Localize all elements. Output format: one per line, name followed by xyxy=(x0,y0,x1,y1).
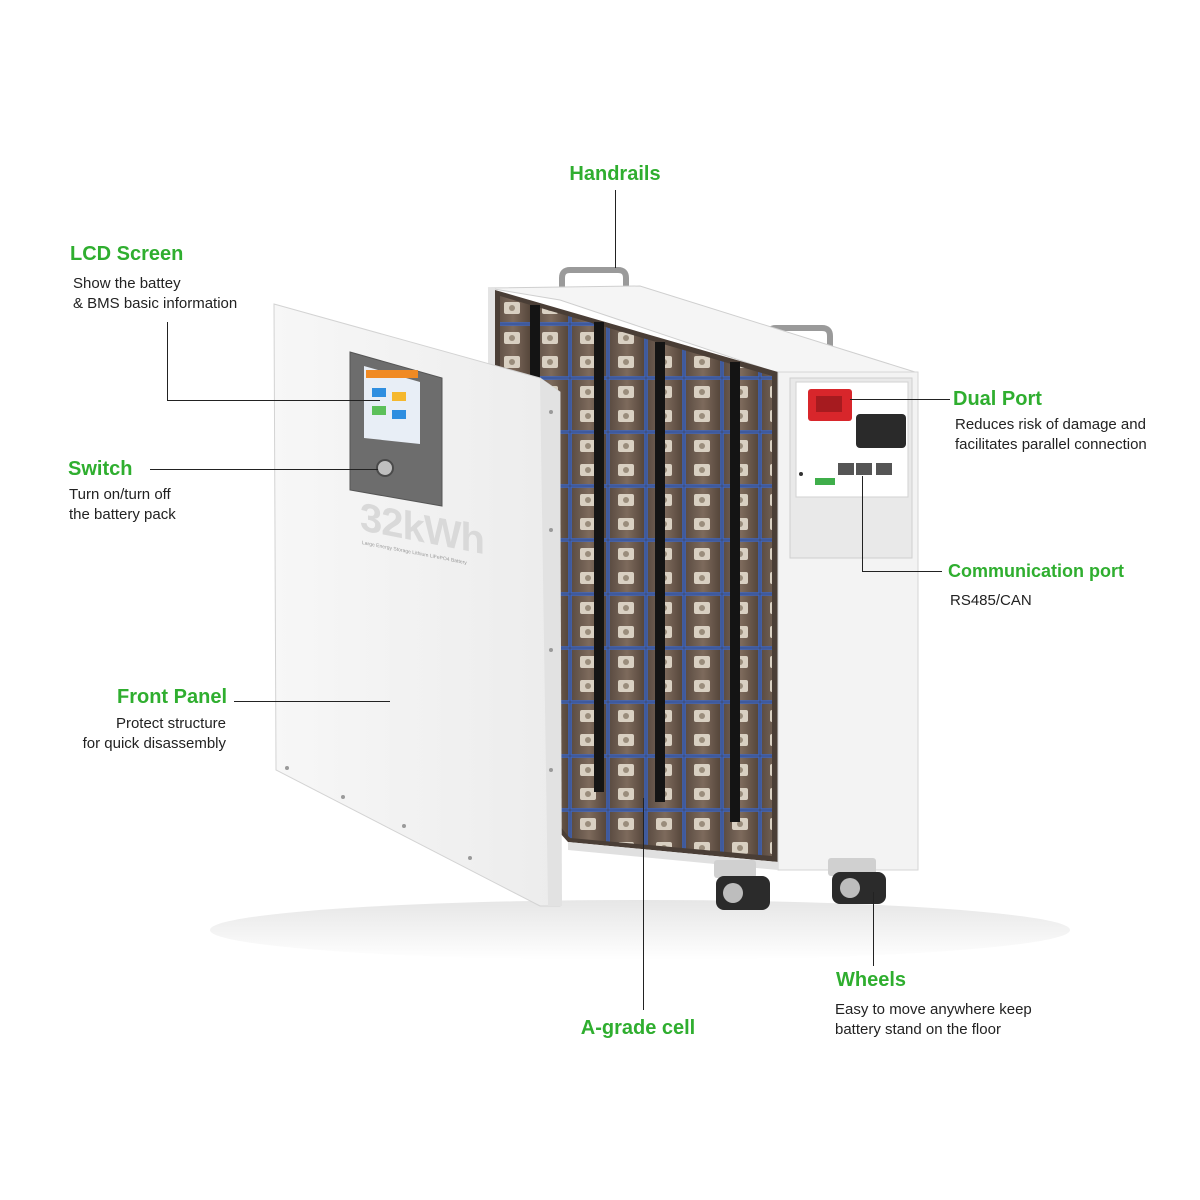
switch-leader xyxy=(150,469,378,470)
comm-port-jacks xyxy=(838,463,892,475)
wheel-right xyxy=(828,858,886,904)
switch-title: Switch xyxy=(68,458,133,480)
wheel-left xyxy=(714,860,770,910)
power-switch xyxy=(376,459,394,477)
wheels-title: Wheels xyxy=(836,969,907,991)
lcd-desc-line1: Show the battey xyxy=(73,275,181,292)
wheels-desc-line2: battery stand on the floor xyxy=(835,1021,1001,1038)
cell-title: A-grade cell xyxy=(580,1017,696,1039)
comm-port-leader-v xyxy=(862,476,863,572)
front-panel xyxy=(273,303,562,907)
switch-desc-line1: Turn on/turn off xyxy=(69,486,171,503)
lcd-desc-line2: & BMS basic information xyxy=(73,295,238,312)
front-panel-desc-line2: for quick disassembly xyxy=(82,735,226,752)
handrails-leader xyxy=(615,190,616,268)
dual-port-black xyxy=(856,414,906,448)
front-panel-desc-line1: Protect structure xyxy=(115,715,226,732)
lcd-screen xyxy=(364,366,420,444)
switch-desc-line2: the battery pack xyxy=(69,506,176,523)
lcd-title: LCD Screen xyxy=(70,243,184,265)
lcd-leader-h xyxy=(167,400,380,401)
floor-shadow xyxy=(210,900,1070,960)
comm-port-desc: RS485/CAN xyxy=(950,592,1032,609)
comm-port-title: Communication port xyxy=(948,561,1124,581)
handrails-title: Handrails xyxy=(569,163,661,185)
cell-stack xyxy=(500,296,772,856)
wheels-leader xyxy=(873,892,874,966)
handrail-top xyxy=(559,267,629,299)
cell-leader xyxy=(643,798,644,1010)
lcd-leader-v xyxy=(167,322,168,401)
dual-port-desc-line2: facilitates parallel connection xyxy=(955,436,1147,453)
dual-port-title: Dual Port xyxy=(953,388,1042,410)
dual-port-leader xyxy=(850,399,950,400)
wheels-desc-line1: Easy to move anywhere keep xyxy=(835,1001,1032,1018)
comm-port-leader-h xyxy=(862,571,942,572)
front-panel-leader xyxy=(234,701,390,702)
dual-port-desc-line1: Reduces risk of damage and xyxy=(955,416,1146,433)
front-panel-title: Front Panel xyxy=(116,686,227,708)
